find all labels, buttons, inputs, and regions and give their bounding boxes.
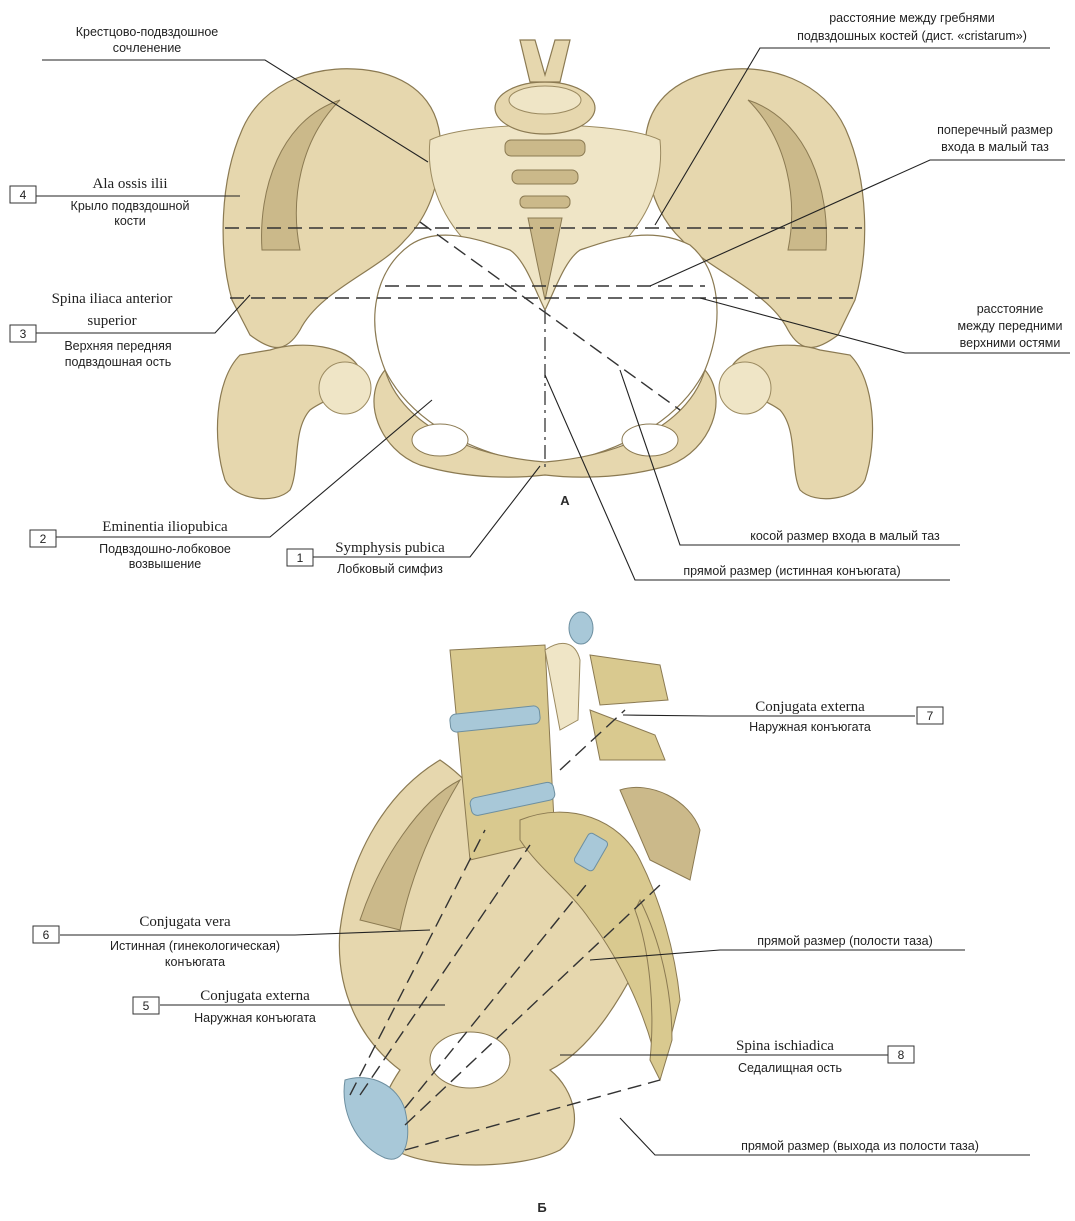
- ischial-number: 8: [898, 1048, 905, 1062]
- transverse-label-2: входа в малый таз: [941, 140, 1049, 154]
- spinarum-label-2: между передними: [958, 319, 1063, 333]
- sacral-segment-2: [512, 170, 578, 184]
- conj-ext-top-ru: Наружная конъюгата: [749, 720, 871, 734]
- spina-latin-1: Spina iliaca anterior: [52, 291, 173, 307]
- symphysis-ru: Лобковый симфиз: [337, 562, 443, 576]
- direct-true-label: прямой размер (истинная конъюгата): [683, 564, 900, 578]
- spinous-process-2: [590, 710, 665, 760]
- symphysis-number: 1: [297, 551, 304, 565]
- ala-ru-2: кости: [114, 214, 146, 228]
- figure-letter-b: Б: [537, 1200, 546, 1215]
- eminentia-ru-2: возвышение: [129, 557, 202, 571]
- spinarum-label-1: расстояние: [977, 302, 1044, 316]
- sacroiliac-label-1: Крестцово-подвздошное: [76, 25, 219, 39]
- pelvis-sagittal-illustration: [339, 612, 700, 1165]
- conj-ext-number: 5: [143, 999, 150, 1013]
- conj-vera-latin: Conjugata vera: [139, 914, 231, 930]
- transverse-label-1: поперечный размер: [937, 123, 1053, 137]
- cristarum-label-1: расстояние между гребнями: [829, 11, 995, 25]
- sacral-segment-1: [505, 140, 585, 156]
- ala-latin: Ala ossis ilii: [92, 176, 167, 192]
- conj-vera-number: 6: [43, 928, 50, 942]
- cavity-direct-label: прямой размер (полости таза): [757, 934, 932, 948]
- spinous-process-1: [590, 655, 668, 705]
- sacral-segment-3: [520, 196, 570, 208]
- spinous-tip-cartilage: [569, 612, 593, 644]
- ischial-ru: Седалищная ость: [738, 1061, 842, 1075]
- conj-ext-top-latin: Conjugata externa: [755, 699, 865, 715]
- conj-ext-latin: Conjugata externa: [200, 988, 310, 1004]
- spinarum-label-3: верхними остями: [960, 336, 1061, 350]
- vertebra-process: [520, 40, 570, 82]
- cristarum-label-2: подвздошных костей (дист. «cristarum»): [797, 29, 1027, 43]
- eminentia-number: 2: [40, 532, 47, 546]
- spinous-area: [545, 643, 580, 730]
- oblique-label: косой размер входа в малый таз: [750, 529, 940, 543]
- outlet-direct-label: прямой размер (выхода из полости таза): [741, 1139, 979, 1153]
- spina-ru-1: Верхняя передняя: [64, 339, 171, 353]
- conj-vera-ru-2: конъюгата: [165, 955, 225, 969]
- conj-ext-top-number: 7: [927, 709, 934, 723]
- right-femoral-head: [719, 362, 771, 414]
- spina-latin-2: superior: [87, 313, 136, 329]
- spina-number: 3: [20, 327, 27, 341]
- vertebra-top: [509, 86, 581, 114]
- leader-conj-ext-top: [623, 715, 915, 716]
- ala-ru-1: Крыло подвздошной: [71, 199, 190, 213]
- spina-ru-2: подвздошная ость: [65, 355, 172, 369]
- symphysis-latin: Symphysis pubica: [335, 540, 445, 556]
- obturator-foramen-side: [430, 1032, 510, 1088]
- conj-ext-ru: Наружная конъюгата: [194, 1011, 316, 1025]
- eminentia-latin: Eminentia iliopubica: [102, 519, 228, 535]
- right-obturator-foramen: [622, 424, 678, 456]
- eminentia-ru-1: Подвздошно-лобковое: [99, 542, 231, 556]
- conj-vera-ru-1: Истинная (гинекологическая): [110, 939, 280, 953]
- figure-letter-a: А: [560, 493, 570, 508]
- left-obturator-foramen: [412, 424, 468, 456]
- sacroiliac-label-2: сочленение: [113, 41, 182, 55]
- ala-number: 4: [20, 188, 27, 202]
- ischial-latin: Spina ischiadica: [736, 1038, 834, 1054]
- left-femoral-head: [319, 362, 371, 414]
